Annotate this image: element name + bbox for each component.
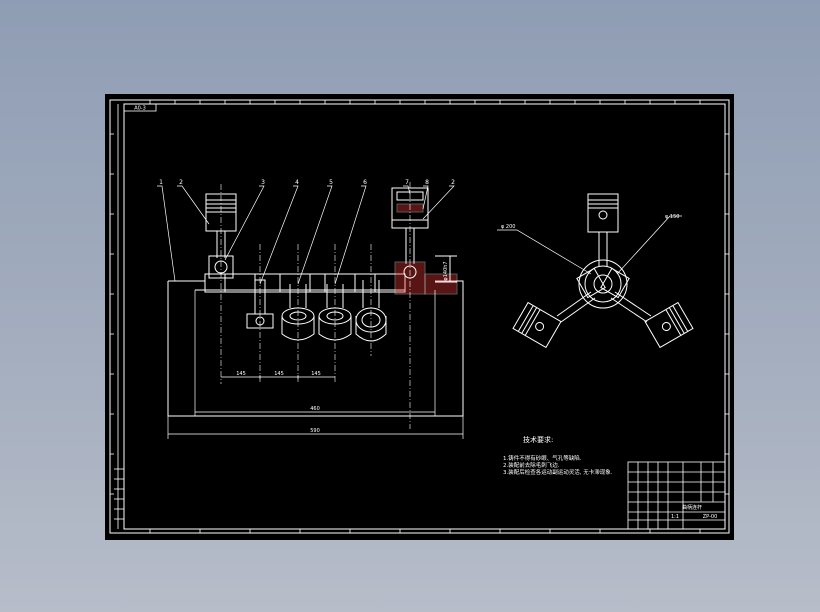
- title-block[interactable]: 曲柄连杆 1:1 ZP-00: [627, 461, 726, 530]
- balloon-label: 3: [261, 179, 265, 186]
- technical-notes: 技术要求: 1.铸件不得有砂眼、气孔等缺陷. 2.装配前去除毛刺飞边. 3.装配…: [503, 435, 613, 476]
- dim-pitch-3: 145: [311, 371, 321, 377]
- balloon-label: 4: [295, 179, 299, 186]
- balloon-leaders: [157, 185, 455, 285]
- balloon-label: 7: [405, 179, 409, 186]
- notes-item: 1.铸件不得有砂眼、气孔等缺陷.: [503, 454, 582, 462]
- rod-right: [614, 291, 652, 317]
- front-view[interactable]: 145 145 145 460 590 φ140h7 1 2 3 4 5 6: [157, 179, 464, 439]
- notes-title: 技术要求:: [523, 435, 553, 444]
- balloon-label: 8: [425, 179, 429, 186]
- drawing-sheet[interactable]: A0-3: [105, 94, 734, 540]
- dimension-texts: 145 145 145 460 590 φ140h7: [236, 261, 449, 434]
- binding-margin-grid: [114, 104, 124, 529]
- dimension-lines: [167, 290, 464, 439]
- balloon-labels: 1 2 3 4 5 6 7 8 2: [159, 179, 455, 186]
- rod-right-edge: [610, 297, 648, 323]
- drawing-canvas: A0-3: [109, 99, 730, 534]
- piston-right: [644, 301, 694, 349]
- outer-border: [109, 99, 730, 534]
- frame-label: A0-3: [134, 106, 146, 112]
- title-part-name: 曲柄连杆: [682, 504, 702, 511]
- dim-overall-width: 590: [310, 428, 320, 434]
- rod-left-edge: [560, 297, 596, 323]
- piston-top: [587, 193, 619, 266]
- side-leaders: [497, 215, 682, 275]
- leader-left-label: φ 200: [501, 224, 515, 230]
- base-block: [167, 280, 464, 417]
- inner-frame: [123, 103, 726, 530]
- notes-item: 2.装配前去除毛刺飞边.: [503, 461, 560, 469]
- balloon-label: 2: [179, 179, 183, 186]
- balloon-label: 6: [363, 179, 367, 186]
- balloon-label: 1: [159, 179, 163, 186]
- piston-left: [512, 301, 562, 349]
- center-lines: [220, 182, 411, 429]
- leader-right-label: φ 150: [665, 214, 679, 220]
- dim-inner-width: 460: [310, 406, 320, 412]
- zone-ticks: [110, 100, 729, 533]
- dim-pitch-1: 145: [236, 371, 246, 377]
- dim-height: φ140h7: [443, 261, 449, 280]
- rod-left: [556, 291, 592, 317]
- balloon-label: 2: [451, 179, 455, 186]
- side-view[interactable]: φ 200 φ 150: [497, 193, 694, 349]
- title-drawing-no: ZP-00: [703, 514, 718, 520]
- title-scale: 1:1: [671, 514, 679, 520]
- crankshaft: [204, 273, 406, 293]
- crank-hub: [576, 259, 630, 309]
- frame-label-box: A0-3: [123, 103, 157, 112]
- dim-pitch-2: 145: [274, 371, 284, 377]
- balloon-label: 5: [329, 179, 333, 186]
- notes-item: 3.装配后检查各运动副运动灵活, 无卡滞现象.: [503, 468, 613, 476]
